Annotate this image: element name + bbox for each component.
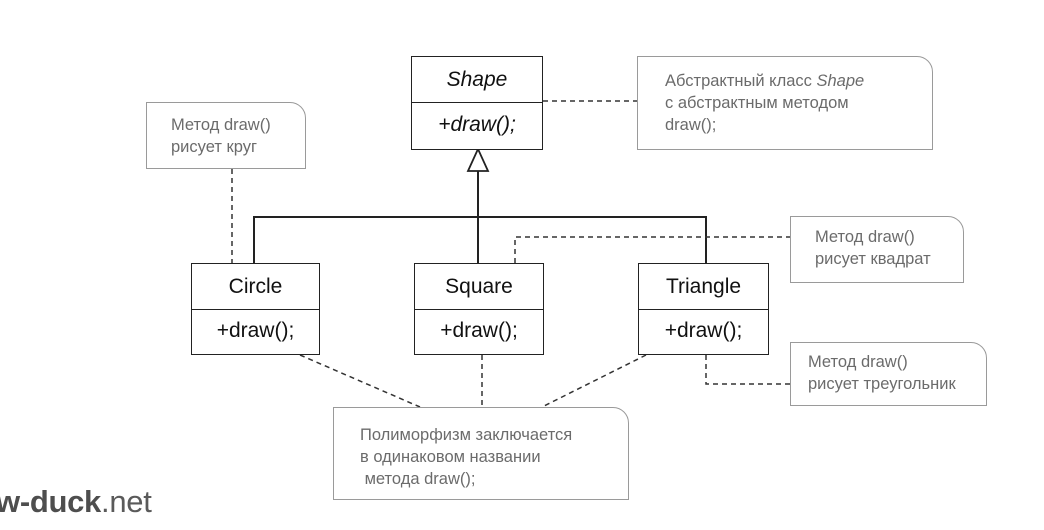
shape-class-name: Shape — [412, 57, 542, 103]
square-note-connector — [514, 236, 790, 263]
triangle-note-line1: Метод draw() — [808, 353, 908, 371]
circle-note-line2: рисует круг — [171, 138, 257, 156]
shape-class-box: Shape +draw(); — [411, 56, 543, 150]
circle-note-line1: Метод draw() — [171, 116, 271, 134]
watermark-logo: w-duck.net — [0, 484, 152, 519]
circle-class-box: Circle +draw(); — [191, 263, 320, 355]
inheritance-tree-line — [253, 216, 707, 263]
square-class-box: Square +draw(); — [414, 263, 544, 355]
circle-class-name: Circle — [192, 264, 319, 310]
triangle-to-poly-connector — [541, 354, 647, 408]
square-note-line1: Метод draw() — [815, 228, 915, 246]
polymorphism-note-line3: метода draw(); — [360, 470, 476, 488]
shape-note-line3: draw(); — [665, 116, 717, 134]
square-note: Метод draw() рисует квадрат — [790, 216, 964, 283]
circle-class-method: +draw(); — [216, 319, 295, 342]
polymorphism-note: Полиморфизм заключается в одинаковом наз… — [333, 407, 629, 500]
shape-note-line2: с абстрактным методом — [665, 94, 849, 112]
triangle-class-name: Triangle — [639, 264, 768, 310]
triangle-note-line2: рисует треугольник — [808, 375, 956, 393]
triangle-class-box: Triangle +draw(); — [638, 263, 769, 355]
triangle-note: Метод draw() рисует треугольник — [790, 342, 987, 406]
polymorphism-note-line2: в одинаковом названии — [360, 448, 541, 466]
shape-class-method: +draw(); — [438, 113, 516, 136]
circle-note: Метод draw() рисует круг — [146, 102, 306, 169]
triangle-class-method: +draw(); — [664, 319, 743, 342]
circle-to-poly-connector — [299, 354, 421, 408]
square-class-method: +draw(); — [440, 319, 518, 342]
triangle-note-connector — [705, 355, 790, 385]
square-class-name: Square — [415, 264, 543, 310]
inheritance-arrowhead — [466, 146, 490, 172]
polymorphism-note-line1: Полиморфизм заключается — [360, 426, 573, 444]
square-note-line2: рисует квадрат — [815, 250, 931, 268]
shape-note: Абстрактный класс Shape с абстрактным ме… — [637, 56, 933, 150]
shape-note-line1: Абстрактный класс Shape — [665, 72, 865, 90]
